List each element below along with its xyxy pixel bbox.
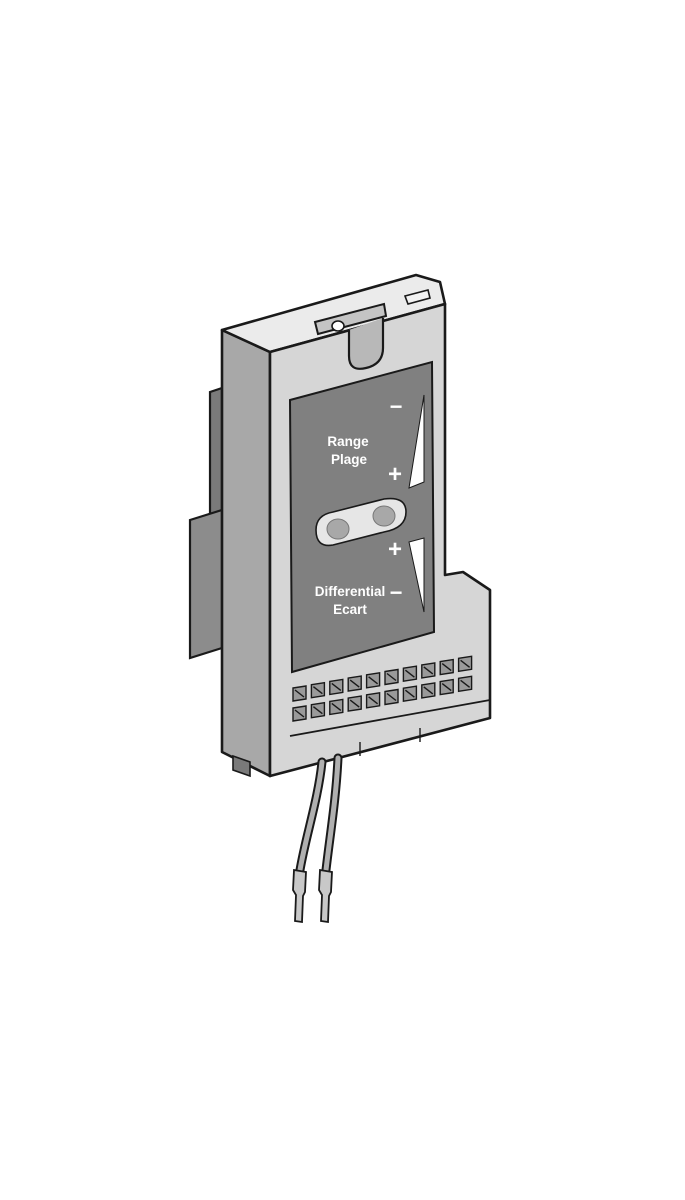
mounting-slot [313,289,431,370]
terminal-screw [421,662,436,679]
terminal-screw [347,675,362,692]
range-label: Range [327,434,369,449]
terminal-screw [439,658,454,676]
connection-cables [292,753,343,924]
differential-scale-wedge [408,537,425,613]
terminal-screw [292,705,307,722]
range-minus-sign: − [390,394,403,419]
terminal-screw [347,695,362,712]
range-scale-wedge [408,394,425,489]
terminal-block [292,655,473,722]
differential-adjust-screw[interactable] [372,505,396,527]
terminal-screw [384,688,399,706]
adjustment-panel [288,360,436,674]
housing-top-face [220,273,447,354]
cable-ferrule [318,868,333,924]
terminal-screw [421,682,436,699]
terminal-screw [365,671,381,689]
terminal-screw [384,668,399,686]
housing-side-face [220,328,272,778]
terminal-screw [402,665,418,683]
cable [292,757,327,924]
cable [318,753,343,924]
range-adjust-screw[interactable] [326,518,350,540]
terminal-screw [365,691,381,709]
terminal-screw [439,678,454,696]
range-plus-sign: + [388,461,402,488]
housing-base [232,699,491,778]
terminal-screw [292,685,307,702]
differential-minus-sign: − [390,580,403,605]
terminal-screw [329,678,344,696]
terminal-screw [457,655,473,673]
ecart-label: Ecart [333,602,367,617]
rear-mounting-bracket [188,386,224,660]
terminal-screw [402,685,418,703]
adjuster-window [315,497,407,547]
terminal-screw [329,698,344,716]
terminal-screw [310,681,326,699]
cable-ferrule [292,868,307,924]
differential-plus-sign: + [388,536,402,563]
terminal-screw [310,701,326,719]
plage-label: Plage [331,452,368,467]
differential-label: Differential [315,584,386,599]
terminal-screw [457,675,473,693]
